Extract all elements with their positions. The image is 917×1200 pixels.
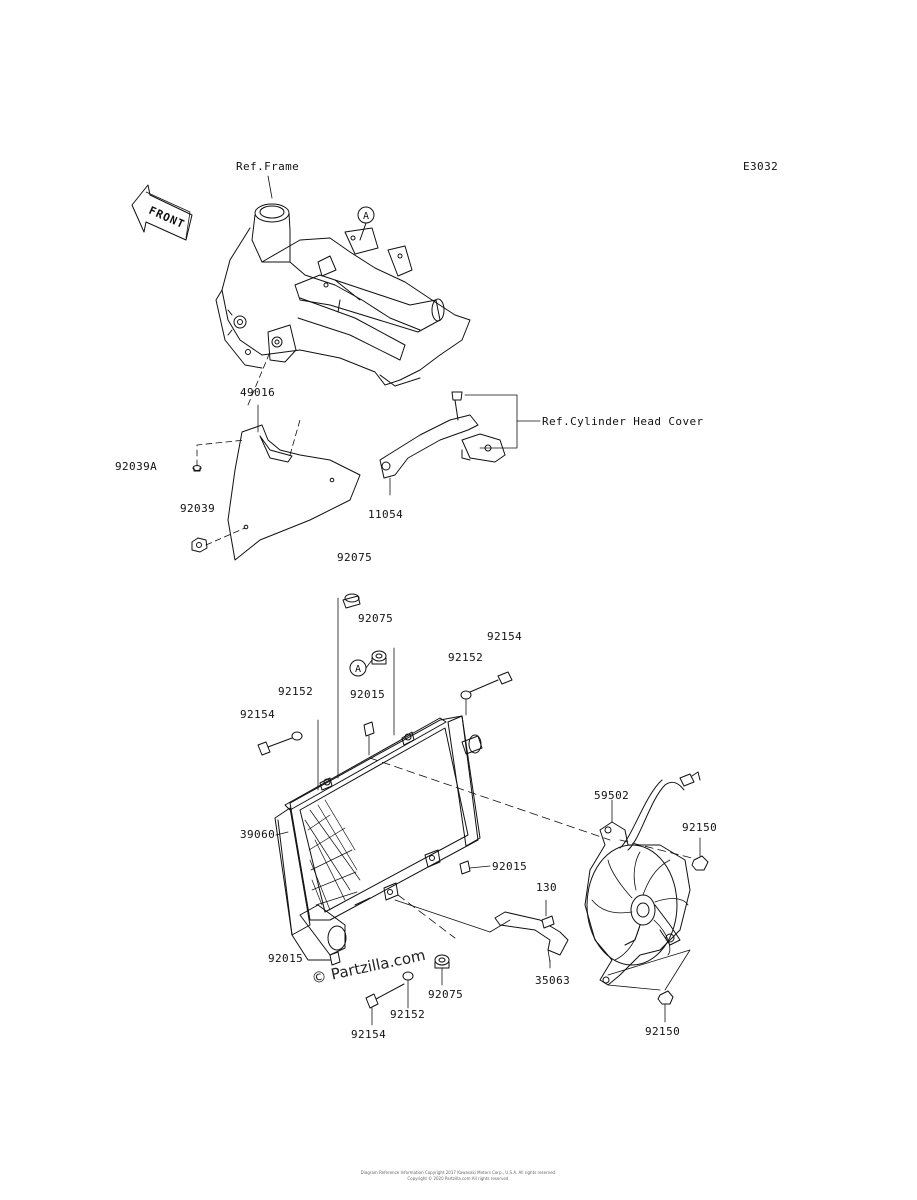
part-92152-bottom-label: 92152 (390, 1008, 426, 1021)
ref-frame-label: Ref.Frame (236, 160, 300, 173)
shroud-49016 (227, 404, 361, 561)
part-59502-label: 59502 (594, 789, 630, 802)
part-130-label: 130 (536, 881, 558, 894)
bracket-35063 (494, 911, 569, 963)
part-92150-right-label: 92150 (682, 821, 718, 834)
fan-59502 (584, 771, 701, 986)
part-92075-top-label: 92075 (337, 551, 373, 564)
part-49016-label: 49016 (240, 386, 276, 399)
part-92075-bottom-label: 92075 (428, 988, 464, 1001)
front-arrow-icon: FRONT (131, 184, 193, 241)
part-92039-label: 92039 (180, 502, 216, 515)
part-92154-left-label: 92154 (240, 708, 276, 721)
part-92015-top-label: 92015 (350, 688, 386, 701)
part-35063-label: 35063 (535, 974, 571, 987)
part-11054-label: 11054 (368, 508, 404, 521)
diagram-code: E3032 (743, 160, 779, 173)
ref-cylinder-head-cover-label: Ref.Cylinder Head Cover (542, 415, 704, 428)
frame-illustration: A (215, 203, 471, 387)
part-92152-top-right-label: 92152 (448, 651, 484, 664)
bracket-11054 (379, 391, 506, 496)
marker-a-mid: A (355, 664, 361, 675)
part-92015-bottom-left-label: 92015 (268, 952, 304, 965)
footer-line-2: Copyright © 2020 Partzilla.com All right… (407, 1176, 510, 1181)
marker-a-top: A (363, 211, 369, 222)
part-92039A-label: 92039A (115, 460, 158, 473)
part-92075-mid-label: 92075 (358, 612, 394, 625)
part-92015-right-label: 92015 (492, 860, 528, 873)
part-92150-bottom-label: 92150 (645, 1025, 681, 1038)
footer-line-1: Diagram Reference Information Copyright … (360, 1170, 557, 1175)
radiator-39060 (274, 715, 483, 961)
part-92154-top-right-label: 92154 (487, 630, 523, 643)
part-39060-label: 39060 (240, 828, 276, 841)
part-92154-bottom-label: 92154 (351, 1028, 387, 1041)
part-92152-left-label: 92152 (278, 685, 314, 698)
